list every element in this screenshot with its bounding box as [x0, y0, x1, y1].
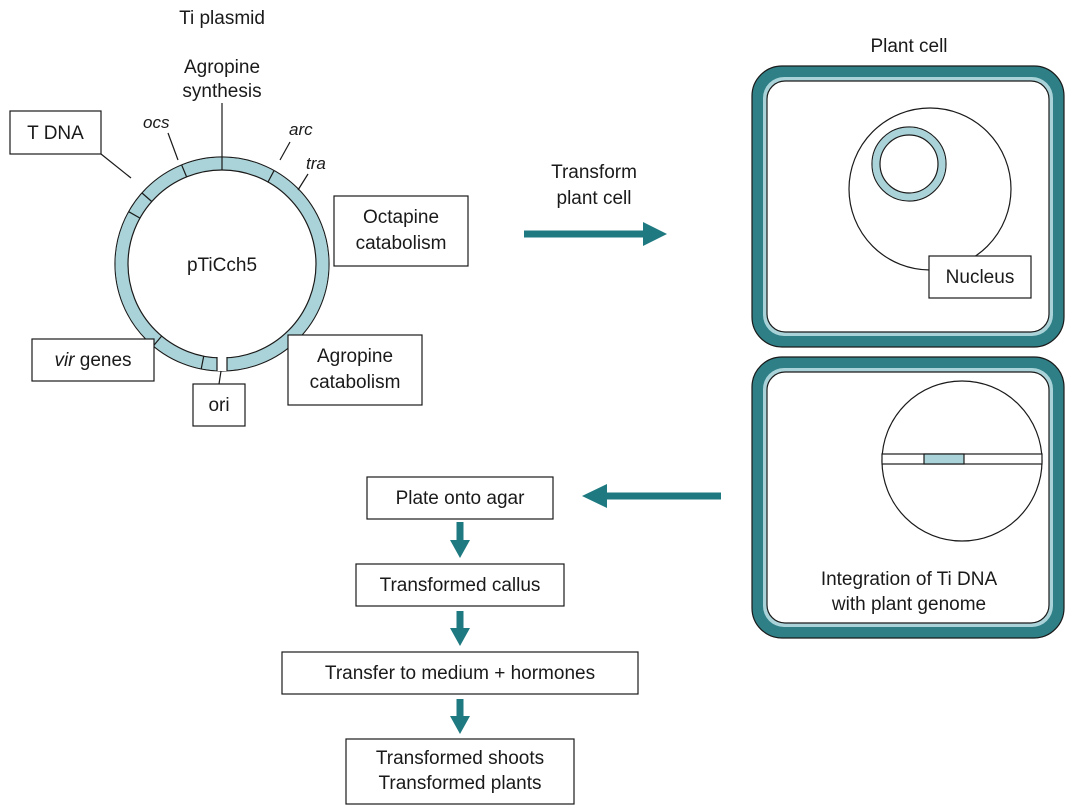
divider-tdna-a	[141, 192, 153, 202]
octapine-line1: Octapine	[363, 207, 439, 228]
step-transfer-label: Transfer to medium + hormones	[325, 663, 595, 684]
transform-arrow-head	[643, 222, 667, 246]
plant-cell-2: Integration of Ti DNA with plant genome	[751, 356, 1065, 639]
octapine-line2: catabolism	[356, 233, 447, 254]
flow-arrow-3-head	[450, 716, 470, 734]
transform-line1: Transform	[551, 162, 637, 183]
plasmid-title: Ti plasmid	[179, 8, 265, 29]
vir-rest: genes	[75, 350, 132, 371]
ori-leader	[218, 370, 222, 385]
agropine-catabolism-line1: Agropine	[317, 346, 393, 367]
step-plate-label: Plate onto agar	[396, 488, 526, 509]
divider-ori-left	[200, 356, 205, 370]
arc-leader	[279, 141, 291, 161]
ori-gap	[217, 357, 227, 371]
tra-leader	[297, 173, 309, 191]
transform-line2: plant cell	[557, 188, 632, 209]
arc-label: arc	[289, 120, 313, 139]
step-result-line2: Transformed plants	[379, 773, 542, 794]
flow: Plate onto agar Transformed callus Trans…	[281, 476, 721, 805]
divider-arc	[267, 170, 275, 183]
ori-label: ori	[208, 395, 229, 416]
vir-genes-box	[31, 338, 155, 382]
agropine-synthesis-line1: Agropine	[184, 57, 260, 78]
return-arrow-head	[582, 484, 607, 508]
step-transfer-box	[281, 651, 639, 695]
agropine-catabolism-line2: catabolism	[310, 372, 401, 393]
divider-ocs	[181, 164, 188, 178]
nucleus-box	[928, 255, 1032, 299]
step-callus-box	[355, 563, 565, 607]
ori-box	[192, 383, 246, 427]
plant-cell-1: Plant cell Nucleus	[751, 36, 1065, 348]
plasmid-in-cell-inner	[879, 134, 939, 194]
t-dna-box	[9, 110, 102, 155]
step-result-line1: Transformed shoots	[376, 748, 544, 769]
agropine-catabolism-box	[287, 334, 423, 406]
ocs-leader	[167, 132, 179, 161]
transform-step: Transform plant cell	[524, 162, 667, 246]
integration-line2: with plant genome	[831, 594, 986, 615]
flow-arrow-2-head	[450, 628, 470, 646]
step-result-box	[345, 738, 575, 805]
tra-label: tra	[306, 154, 326, 173]
plasmid-name: pTiCch5	[187, 255, 257, 276]
agropine-synthesis-line2: synthesis	[182, 81, 261, 102]
ti-plasmid: Ti plasmid pTiCch5 Agropine synthesis oc…	[9, 8, 469, 427]
ocs-label: ocs	[143, 113, 170, 132]
integration-line1: Integration of Ti DNA	[821, 569, 998, 590]
step-plate-box	[366, 476, 554, 520]
vir-italic: vir	[54, 350, 75, 371]
ti-dna-insert	[923, 453, 965, 465]
plasmid-in-cell-band	[872, 127, 946, 201]
plant-cell-title: Plant cell	[870, 36, 947, 57]
divider-vir	[152, 335, 163, 347]
t-dna-label: T DNA	[27, 123, 84, 144]
t-dna-leader	[100, 153, 132, 179]
nucleus-label: Nucleus	[946, 267, 1015, 288]
divider-tdna-b	[128, 211, 141, 219]
step-callus-label: Transformed callus	[380, 575, 541, 596]
vir-genes-label: vir genes	[54, 350, 131, 371]
plasmid-in-cell-outer	[871, 126, 947, 202]
flow-arrow-1-head	[450, 540, 470, 558]
octapine-box	[333, 195, 469, 267]
